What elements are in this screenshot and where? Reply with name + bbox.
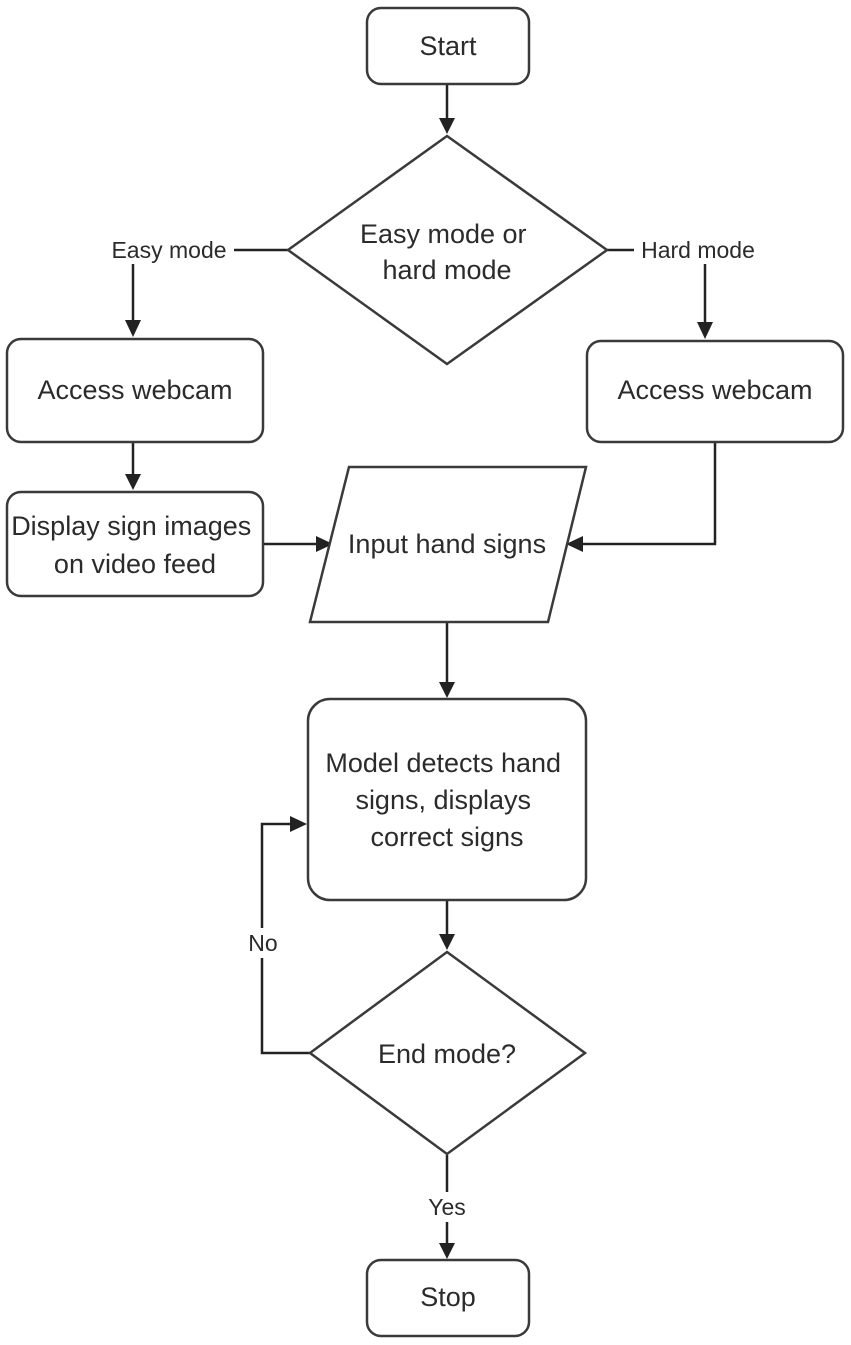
mode-decision-node: Easy mode or hard mode [285,134,610,366]
display-sign-images-label-line-1: Display sign images [11,511,251,541]
edge-label-easy-mode: Easy mode [104,236,234,264]
start-node: Start [365,6,531,86]
model-detects-label-line-3: correct signs [370,822,523,852]
svg-text:Access webcam: Access webcam [37,375,232,405]
display-sign-images-label-line-2: on video feed [54,549,216,579]
model-detects-node: Model detects hand signs, displays corre… [306,697,588,902]
hard-access-webcam-node: Access webcam [585,339,845,444]
svg-text:Display sign images on v: Display sign images on video feed [11,511,259,579]
edge-label-easy-mode-text: Easy mode [111,237,226,263]
svg-text:Input hand signs: Input hand signs [348,529,546,559]
mode-decision-label-line-2: hard mode [382,255,511,285]
svg-text:End mode?: End mode? [378,1039,516,1069]
easy-access-webcam-label: Access webcam [37,375,232,405]
arrowhead-easy-mode [125,320,141,337]
input-hand-signs-label: Input hand signs [348,529,546,559]
arrowhead-display-to-input [316,536,333,552]
svg-text:Easy mode or hard mode: Easy mode or hard mode [360,219,534,285]
arrowhead-input-to-model [439,682,455,698]
easy-access-webcam-node: Access webcam [5,337,265,444]
stop-node: Stop [365,1258,531,1338]
arrowhead-hard-webcam-to-input [566,536,583,552]
start-node-label: Start [419,31,477,61]
arrowhead-no-loop [290,816,307,832]
end-mode-decision-node: End mode? [307,950,588,1156]
model-detects-label-line-1: Model detects hand [325,748,561,778]
stop-node-label: Stop [420,1282,476,1312]
mode-decision-label-line-1: Easy mode or [360,219,527,249]
arrowhead-start-to-mode [439,118,455,134]
edge-label-no-text: No [248,930,277,956]
edge-hard-webcam-to-input [583,442,717,546]
edge-label-yes: Yes [424,1192,470,1222]
edge-label-no: No [244,928,282,958]
arrowhead-hard-mode [697,322,713,339]
model-detects-label-line-2: signs, displays [355,785,531,815]
edge-label-hard-mode-text: Hard mode [641,237,755,263]
svg-text:Access webcam: Access webcam [617,375,812,405]
display-sign-images-node: Display sign images on video feed [5,490,265,598]
arrowhead-webcam-to-display [125,474,141,490]
edge-label-hard-mode: Hard mode [634,236,764,264]
svg-text:Start: Start [419,31,477,61]
arrowhead-yes [439,1243,455,1259]
end-mode-decision-label: End mode? [378,1039,516,1069]
hard-access-webcam-label: Access webcam [617,375,812,405]
svg-text:Stop: Stop [420,1282,476,1312]
arrowhead-model-to-end [439,934,455,950]
edge-label-yes-text: Yes [428,1194,466,1220]
svg-text:Model detects hand signs: Model detects hand signs, displays corre… [325,748,568,852]
input-hand-signs-node: Input hand signs [308,465,588,624]
